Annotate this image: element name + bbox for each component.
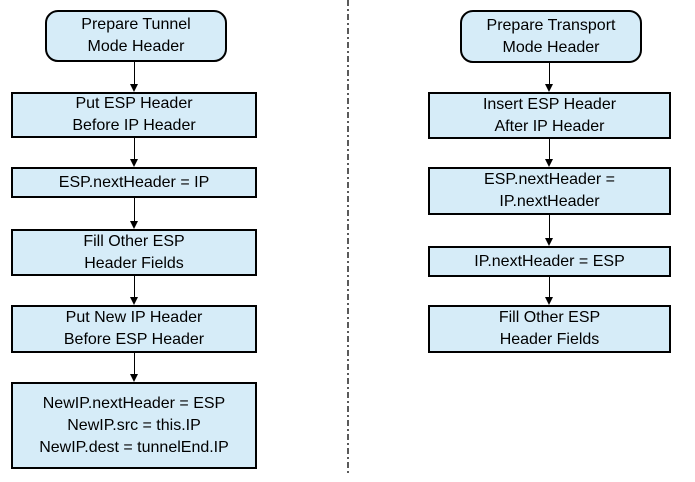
node-text-line: Before ESP Header [63, 331, 205, 348]
node-fill-other-esp-header-fields-tunnel: Fill Other ESP Header Fields [11, 229, 257, 276]
arrow-head [545, 84, 553, 92]
node-esp-nextheader-equals-ip: ESP.nextHeader = IP [11, 167, 257, 198]
node-text-line: Header Fields [499, 331, 600, 348]
arrow-down-icon [130, 138, 139, 167]
node-text-line: Fill Other ESP [498, 309, 601, 326]
node-text-line: Prepare Tunnel [81, 16, 191, 33]
node-text-line: NewIP.dest = tunnelEnd.IP [39, 438, 229, 456]
arrow-down-icon [545, 277, 554, 305]
node-text-line: Header Fields [84, 254, 184, 272]
node-text-line: IP.nextHeader [499, 193, 600, 210]
arrow-down-icon [130, 198, 139, 229]
node-text-line: IP.nextHeader = ESP [474, 252, 625, 270]
divider-dash-dot-line [347, 0, 349, 476]
arrow-shaft [549, 139, 550, 161]
node-text-line: Put ESP Header [75, 95, 193, 112]
arrow-down-icon [130, 62, 139, 92]
arrow-head [130, 84, 138, 92]
arrow-head [545, 159, 553, 167]
arrow-head [130, 159, 138, 167]
arrow-head [130, 221, 138, 229]
arrow-down-icon [545, 63, 554, 92]
arrow-head [545, 297, 553, 305]
node-text-line: After IP Header [494, 117, 605, 135]
arrow-head [130, 374, 138, 382]
node-text-line: ESP.nextHeader = IP [58, 173, 210, 191]
arrow-head [545, 238, 553, 246]
arrow-shaft [549, 63, 550, 86]
node-text-line: Fill Other ESP [83, 232, 185, 250]
arrow-shaft [134, 198, 135, 223]
node-newip-assignments: NewIP.nextHeader = ESP NewIP.src = this.… [11, 382, 257, 469]
node-text-line: ESP.nextHeader = [484, 171, 615, 188]
node-put-new-ip-header-before-esp-header: Put New IP Header Before ESP Header [11, 305, 257, 353]
node-ip-nextheader-equals-esp: IP.nextHeader = ESP [428, 246, 671, 277]
node-esp-nextheader-equals-ip-nextheader: ESP.nextHeader = IP.nextHeader [428, 167, 671, 215]
node-put-esp-header-before-ip-header: Put ESP Header Before IP Header [11, 92, 257, 138]
arrow-down-icon [130, 276, 139, 305]
node-prepare-transport-mode-header: Prepare Transport Mode Header [460, 10, 642, 63]
node-text-line: Before IP Header [72, 117, 196, 134]
node-fill-other-esp-header-fields-transport: Fill Other ESP Header Fields [428, 305, 671, 353]
arrow-shaft [549, 215, 550, 240]
arrow-down-icon [545, 139, 554, 167]
node-text-line: Mode Header [502, 38, 600, 56]
node-insert-esp-header-after-ip-header: Insert ESP Header After IP Header [428, 92, 671, 139]
arrow-shaft [134, 276, 135, 299]
arrow-shaft [549, 277, 550, 299]
node-text-line: Prepare Transport [486, 16, 616, 34]
arrow-shaft [134, 62, 135, 86]
node-text-line: NewIP.nextHeader = ESP [42, 394, 226, 412]
arrow-shaft [134, 138, 135, 161]
node-text-line: Mode Header [87, 38, 185, 55]
node-text-line: NewIP.src = this.IP [67, 416, 201, 434]
node-text-line: Put New IP Header [65, 309, 203, 326]
arrow-down-icon [130, 353, 139, 382]
arrow-shaft [134, 353, 135, 376]
node-prepare-tunnel-mode-header: Prepare Tunnel Mode Header [45, 10, 227, 62]
arrow-head [130, 297, 138, 305]
node-text-line: Insert ESP Header [482, 95, 617, 113]
arrow-down-icon [545, 215, 554, 246]
